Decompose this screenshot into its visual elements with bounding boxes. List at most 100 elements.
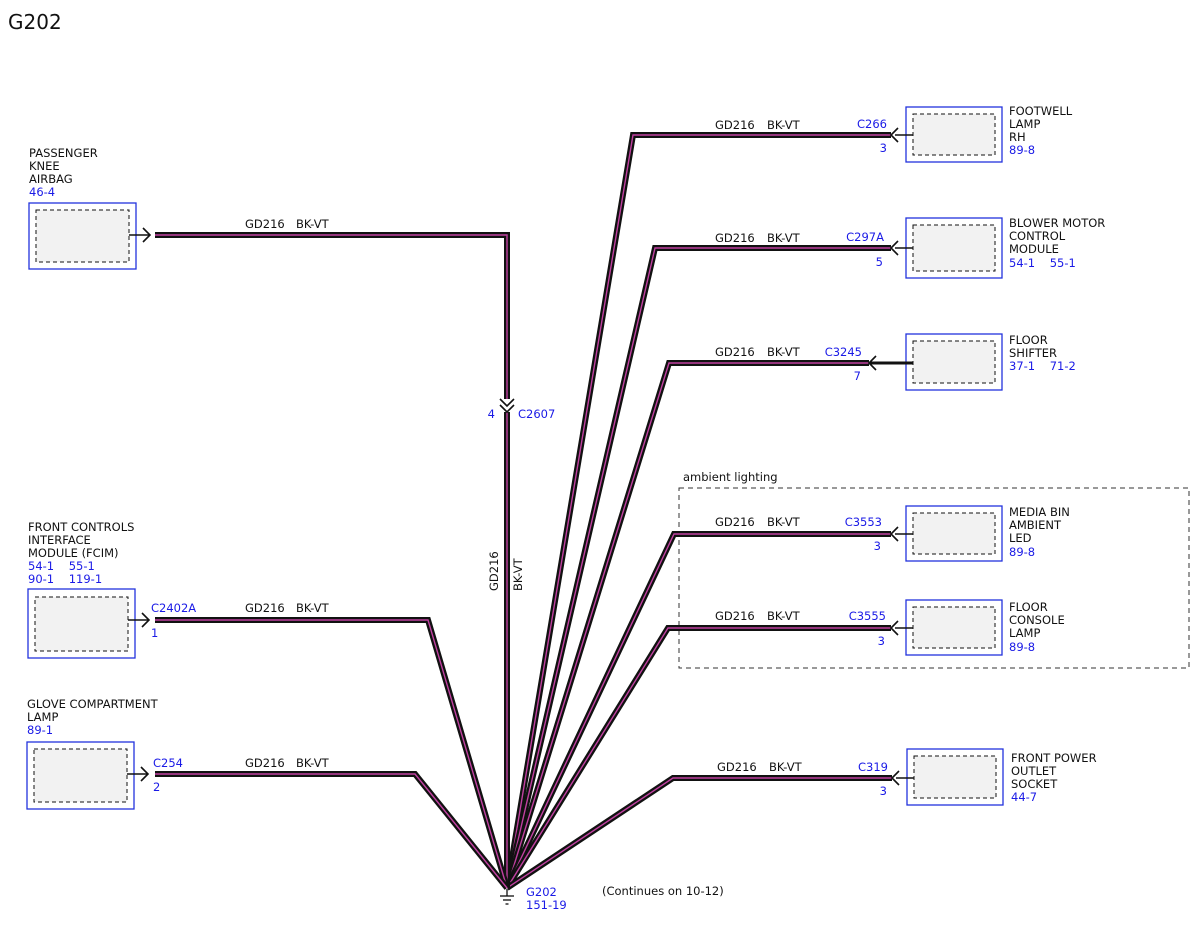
fcim-name-3: MODULE (FCIM) (28, 546, 119, 560)
component-passenger-knee-airbag[interactable]: PASSENGER KNEE AIRBAG 46-4 GD216 BK-VT (28, 146, 330, 270)
component-front-controls-interface-module[interactable]: FRONT CONTROLS INTERFACE MODULE (FCIM) 5… (27, 520, 330, 659)
wire-harness (155, 132, 892, 891)
power-outlet-circuit: GD216 (717, 760, 757, 774)
connector-c3245-pin: 7 (854, 369, 861, 383)
component-floor-console-lamp[interactable]: FLOOR CONSOLE LAMP 89-8 C3555 3 GD216 BK… (715, 599, 1065, 656)
knee-airbag-circuit: GD216 (245, 217, 285, 231)
knee-airbag-name-3: AIRBAG (29, 172, 73, 186)
floor-shifter-refs[interactable]: 37-1 71-2 (1009, 359, 1076, 373)
knee-airbag-wire-color: BK-VT (296, 217, 330, 231)
connector-c297a-pin: 5 (876, 255, 883, 269)
connector-c3555-pin: 3 (878, 634, 885, 648)
wire-knee-airbag[interactable] (155, 232, 510, 399)
continues-note: (Continues on 10-12) (602, 884, 724, 898)
component-media-bin-ambient-led[interactable]: MEDIA BIN AMBIENT LED 89-8 C3553 3 GD216… (715, 505, 1070, 562)
fcim-name-2: INTERFACE (28, 533, 91, 547)
page-title: G202 (8, 10, 62, 34)
footwell-wire-color: BK-VT (767, 118, 801, 132)
connector-c3555-symbol (889, 620, 899, 636)
ground-id[interactable]: G202 (526, 885, 557, 899)
media-bin-circuit: GD216 (715, 515, 755, 529)
floor-shifter-circuit: GD216 (715, 345, 755, 359)
connector-c2607-pin: 4 (488, 407, 495, 421)
c2607-female-symbol (499, 404, 515, 414)
wire-fcim-stripe (155, 619, 508, 889)
vertical-wire-color: BK-VT (511, 557, 525, 591)
component-glove-compartment-lamp[interactable]: GLOVE COMPARTMENT LAMP 89-1 C254 2 GD216… (26, 697, 330, 810)
media-bin-name-2: AMBIENT (1009, 518, 1062, 532)
glove-name-2: LAMP (27, 710, 58, 724)
connector-c254-label[interactable]: C254 (153, 756, 183, 770)
connector-c2402a-label[interactable]: C2402A (151, 601, 196, 615)
connector-c319-symbol (890, 770, 900, 786)
wire-fcim[interactable] (155, 617, 510, 889)
fcim-name-1: FRONT CONTROLS (28, 520, 134, 534)
ambient-lighting-group (678, 487, 1190, 669)
wire-floor-console-stripe (506, 627, 891, 889)
connector-c3553-pin: 3 (874, 539, 881, 553)
connector-c3555-label[interactable]: C3555 (849, 609, 886, 623)
media-bin-body (912, 512, 996, 555)
connector-c266-pin: 3 (880, 141, 887, 155)
media-bin-ref[interactable]: 89-8 (1009, 545, 1035, 559)
floor-shifter-body (912, 340, 996, 384)
fcim-refs-2[interactable]: 90-1 119-1 (28, 572, 102, 586)
connector-c266-label[interactable]: C266 (857, 117, 887, 131)
wire-power-outlet-stripe (506, 777, 892, 889)
glove-name-1: GLOVE COMPARTMENT (27, 697, 159, 711)
floor-shifter-name-1: FLOOR (1009, 333, 1048, 347)
wire-footwell-stripe (506, 134, 891, 889)
inline-connector-c2607[interactable]: C2607 4 GD216 BK-VT (487, 398, 555, 591)
floor-console-name-2: CONSOLE (1009, 613, 1065, 627)
ambient-lighting-label: ambient lighting (683, 470, 778, 484)
footwell-lamp-body (912, 113, 996, 156)
power-outlet-name-1: FRONT POWER (1011, 751, 1097, 765)
glove-ref[interactable]: 89-1 (27, 723, 53, 737)
floor-shifter-name-2: SHIFTER (1009, 346, 1057, 360)
wire-floor-shifter-stripe (506, 362, 869, 889)
knee-airbag-name-1: PASSENGER (29, 146, 98, 160)
component-front-power-outlet-socket[interactable]: FRONT POWER OUTLET SOCKET 44-7 C319 3 GD… (717, 748, 1097, 806)
connector-c2402a-pin: 1 (151, 626, 158, 640)
floor-shifter-wire-color: BK-VT (767, 345, 801, 359)
connector-c319-pin: 3 (880, 784, 887, 798)
fcim-circuit: GD216 (245, 601, 285, 615)
wire-blower-stripe (506, 247, 891, 889)
knee-airbag-ref[interactable]: 46-4 (29, 185, 55, 199)
fcim-body (34, 596, 129, 652)
power-outlet-name-3: SOCKET (1011, 777, 1058, 791)
footwell-name-1: FOOTWELL (1009, 104, 1073, 118)
wire-glove-stripe (155, 773, 508, 889)
media-bin-name-1: MEDIA BIN (1009, 505, 1070, 519)
connector-c3245-label[interactable]: C3245 (825, 345, 862, 359)
blower-refs[interactable]: 54-1 55-1 (1009, 256, 1076, 270)
fcim-refs-1[interactable]: 54-1 55-1 (28, 559, 95, 573)
connector-c297a-label[interactable]: C297A (846, 230, 884, 244)
ground-ref[interactable]: 151-19 (526, 898, 567, 912)
floor-console-body (912, 606, 996, 649)
component-floor-shifter[interactable]: FLOOR SHIFTER 37-1 71-2 C3245 7 GD216 BK… (715, 333, 1076, 391)
power-outlet-wire-color: BK-VT (769, 760, 803, 774)
blower-body (912, 224, 996, 272)
floor-console-wire-color: BK-VT (767, 609, 801, 623)
glove-wire-color: BK-VT (296, 756, 330, 770)
component-footwell-lamp[interactable]: FOOTWELL LAMP RH 89-8 C266 3 GD216 BK-VT (715, 104, 1073, 163)
connector-c2402a-symbol (141, 612, 151, 628)
connector-c2607-label[interactable]: C2607 (518, 407, 555, 421)
blower-wire-color: BK-VT (767, 231, 801, 245)
power-outlet-body (913, 755, 997, 799)
floor-console-ref[interactable]: 89-8 (1009, 640, 1035, 654)
connector-c3553-label[interactable]: C3553 (845, 515, 882, 529)
wire-glove[interactable] (155, 771, 510, 890)
ground-g202[interactable]: G202 151-19 (Continues on 10-12) (500, 884, 724, 912)
footwell-ref[interactable]: 89-8 (1009, 143, 1035, 157)
component-blower-motor-control-module[interactable]: BLOWER MOTOR CONTROL MODULE 54-1 55-1 C2… (715, 216, 1105, 279)
footwell-name-2: LAMP (1009, 117, 1040, 131)
power-outlet-ref[interactable]: 44-7 (1011, 790, 1037, 804)
connector-c319-label[interactable]: C319 (858, 760, 888, 774)
blower-name-3: MODULE (1009, 242, 1059, 256)
connector-c254-symbol (140, 766, 150, 782)
footwell-circuit: GD216 (715, 118, 755, 132)
knee-airbag-body (35, 209, 130, 263)
